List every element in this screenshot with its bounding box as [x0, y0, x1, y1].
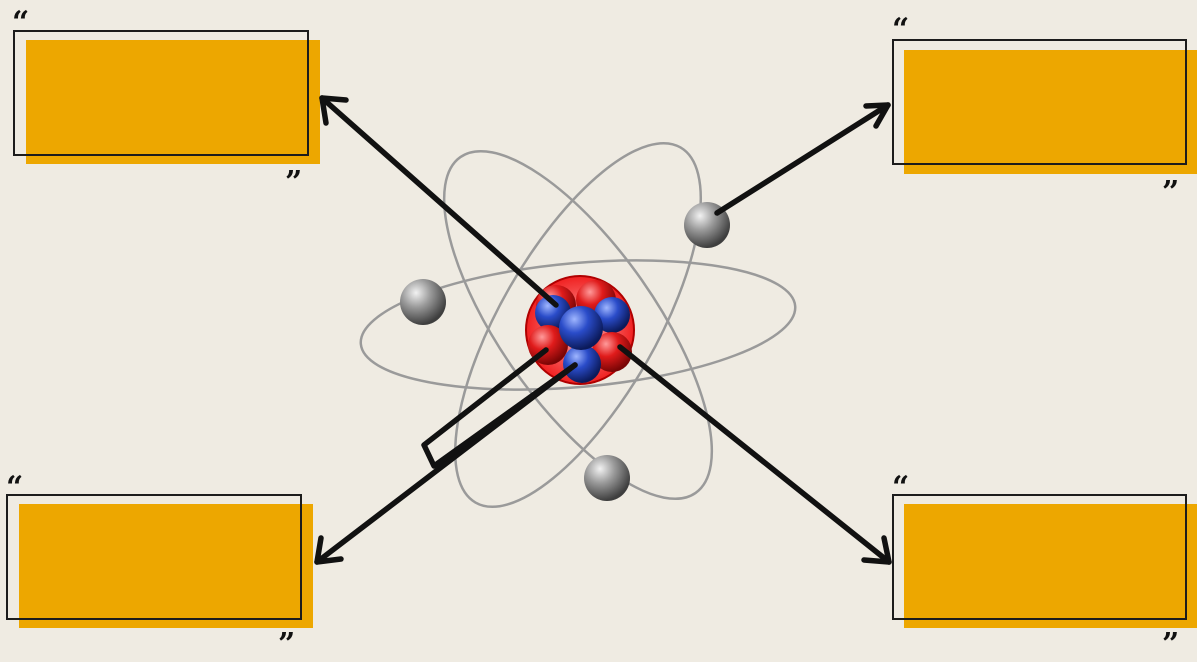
electron — [400, 279, 446, 325]
neutron — [594, 297, 630, 333]
arrow-to-top-left — [319, 95, 559, 308]
open-quote-mark: “ — [892, 12, 910, 47]
label-fill — [904, 50, 1197, 174]
label-frame — [892, 39, 1187, 165]
label-frame — [6, 494, 302, 620]
label-box-top-right: “ ” — [880, 0, 1197, 210]
orbit-horizontal — [359, 259, 797, 391]
proton — [592, 332, 632, 372]
close-quote-mark: ” — [285, 165, 303, 200]
label-fill — [19, 504, 313, 628]
neutron — [563, 345, 601, 383]
label-frame — [892, 494, 1187, 620]
arrow-to-top-right — [714, 102, 891, 216]
label-fill — [26, 40, 320, 164]
close-quote-mark: ” — [1162, 175, 1180, 210]
label-fill — [904, 504, 1197, 628]
label-frame — [13, 30, 309, 156]
label-box-top-left: “ ” — [0, 0, 330, 200]
nucleus — [525, 275, 635, 385]
bracket-pointer — [421, 347, 578, 469]
neutron — [559, 306, 603, 350]
label-box-bottom-right: “ ” — [880, 470, 1197, 660]
orbit-diagonal-a — [442, 149, 714, 501]
electron — [584, 455, 630, 501]
arrow-to-bottom-right — [617, 344, 892, 565]
